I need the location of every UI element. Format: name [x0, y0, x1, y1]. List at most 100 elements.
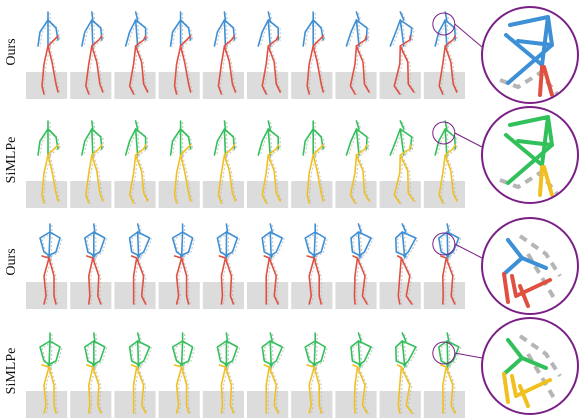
- lower-body-bone: [349, 45, 358, 95]
- ghost-trail: [440, 155, 448, 205]
- upper-body-bone: [313, 231, 316, 259]
- ghost-trail: [358, 36, 370, 48]
- ground-plane: [379, 181, 421, 208]
- upper-body-bone: [48, 231, 51, 259]
- ground-plane: [70, 282, 112, 309]
- lower-body-bone: [313, 257, 322, 305]
- lower-body-bone: [399, 45, 415, 93]
- lower-body-bone: [217, 45, 226, 95]
- ground-plane: [423, 391, 465, 418]
- lower-body-bone: [41, 255, 50, 259]
- stick-figure-icon: [81, 120, 106, 205]
- ghost-trail: [357, 121, 362, 131]
- ghost-trail: [263, 46, 271, 96]
- ghost-trail: [314, 46, 326, 94]
- stick-figure-icon: [257, 11, 283, 96]
- lower-body-bone: [356, 257, 368, 305]
- ghost-trail: [310, 258, 317, 306]
- ghost-trail: [355, 258, 361, 306]
- lower-body-bone: [445, 366, 456, 414]
- ghost-trail: [182, 46, 194, 94]
- lower-body-bone: [444, 154, 458, 202]
- ghost-trail: [131, 46, 139, 96]
- upper-body-bone: [357, 332, 362, 342]
- upper-body-bone: [269, 223, 273, 233]
- ghost-trail: [269, 155, 283, 203]
- ghost-trail: [49, 145, 61, 157]
- zoom-border: [481, 317, 579, 415]
- upper-body-bone: [438, 231, 450, 257]
- upper-body-bone: [345, 128, 358, 156]
- ghost-trail: [93, 46, 106, 94]
- ghost-trail: [225, 12, 228, 22]
- stick-figure-icon: [389, 11, 417, 96]
- frame-row-4: [26, 332, 465, 418]
- ghost-trail: [314, 145, 326, 157]
- ghost-trail: [95, 333, 98, 343]
- lower-body-bone: [397, 257, 403, 305]
- ghost-trail: [137, 145, 149, 157]
- upper-body-bone: [169, 128, 182, 156]
- upper-body-bone: [446, 340, 449, 368]
- upper-body-bone: [180, 340, 184, 368]
- ground-plane: [114, 282, 156, 309]
- stick-figure-icon: [434, 11, 460, 96]
- ghost-trail: [446, 46, 460, 94]
- lower-body-bone: [356, 366, 368, 414]
- lower-body-bone: [91, 45, 104, 93]
- upper-body-bone: [355, 128, 360, 156]
- upper-body-bone: [124, 19, 137, 47]
- lower-body-bone: [440, 255, 447, 259]
- lower-body-bone: [399, 35, 412, 47]
- upper-body-bone: [267, 19, 271, 47]
- upper-body-bone: [169, 19, 182, 47]
- upper-body-bone: [395, 231, 407, 257]
- ghost-trail: [90, 367, 96, 415]
- stick-figure-icon: [345, 120, 372, 205]
- upper-body-bone: [91, 11, 94, 21]
- lower-body-bone: [48, 257, 57, 305]
- ground-plane: [26, 181, 68, 208]
- ghost-trail: [448, 224, 452, 234]
- lower-body-bone: [41, 364, 50, 368]
- ghost-trail: [395, 155, 403, 205]
- upper-body-bone: [401, 223, 407, 233]
- lower-body-bone: [85, 154, 93, 204]
- ghost-trail: [137, 46, 151, 94]
- ghost-trail: [269, 12, 273, 22]
- lower-body-bone: [265, 366, 271, 414]
- lower-body-bone: [88, 366, 94, 414]
- ground-plane: [114, 391, 156, 418]
- zoom-connector: [454, 243, 483, 259]
- ground-plane: [158, 72, 200, 99]
- ghost-trail: [357, 12, 362, 22]
- lower-body-bone: [355, 35, 368, 47]
- lower-body-bone: [173, 255, 183, 259]
- upper-body-bone: [128, 231, 141, 257]
- ghost-trail: [399, 365, 404, 369]
- ghost-trail: [402, 367, 415, 415]
- upper-body-bone: [136, 231, 151, 257]
- upper-body-bone: [401, 340, 406, 368]
- ghost-trail: [137, 36, 149, 48]
- lower-body-bone: [445, 257, 456, 305]
- ghost-trail: [401, 121, 407, 131]
- frame-row-1: [26, 11, 465, 99]
- upper-body-bone: [224, 340, 239, 366]
- upper-body-bone: [223, 19, 227, 47]
- lower-body-bone: [261, 154, 270, 204]
- ghost-trail: [404, 341, 419, 367]
- lower-body-bone: [175, 257, 183, 305]
- upper-body-bone: [225, 332, 229, 342]
- ghost-trail: [357, 155, 372, 203]
- ghost-trail: [222, 258, 229, 306]
- ghost-trail: [137, 155, 151, 203]
- stick-figure-icon: [37, 11, 61, 96]
- ghost-trail: [357, 46, 372, 94]
- lower-body-bone: [223, 144, 236, 156]
- ghost-trail: [49, 46, 61, 94]
- ghost-trail: [446, 12, 450, 22]
- upper-body-bone: [180, 231, 184, 259]
- ghost-trail: [270, 258, 281, 306]
- lower-body-bone: [399, 144, 412, 156]
